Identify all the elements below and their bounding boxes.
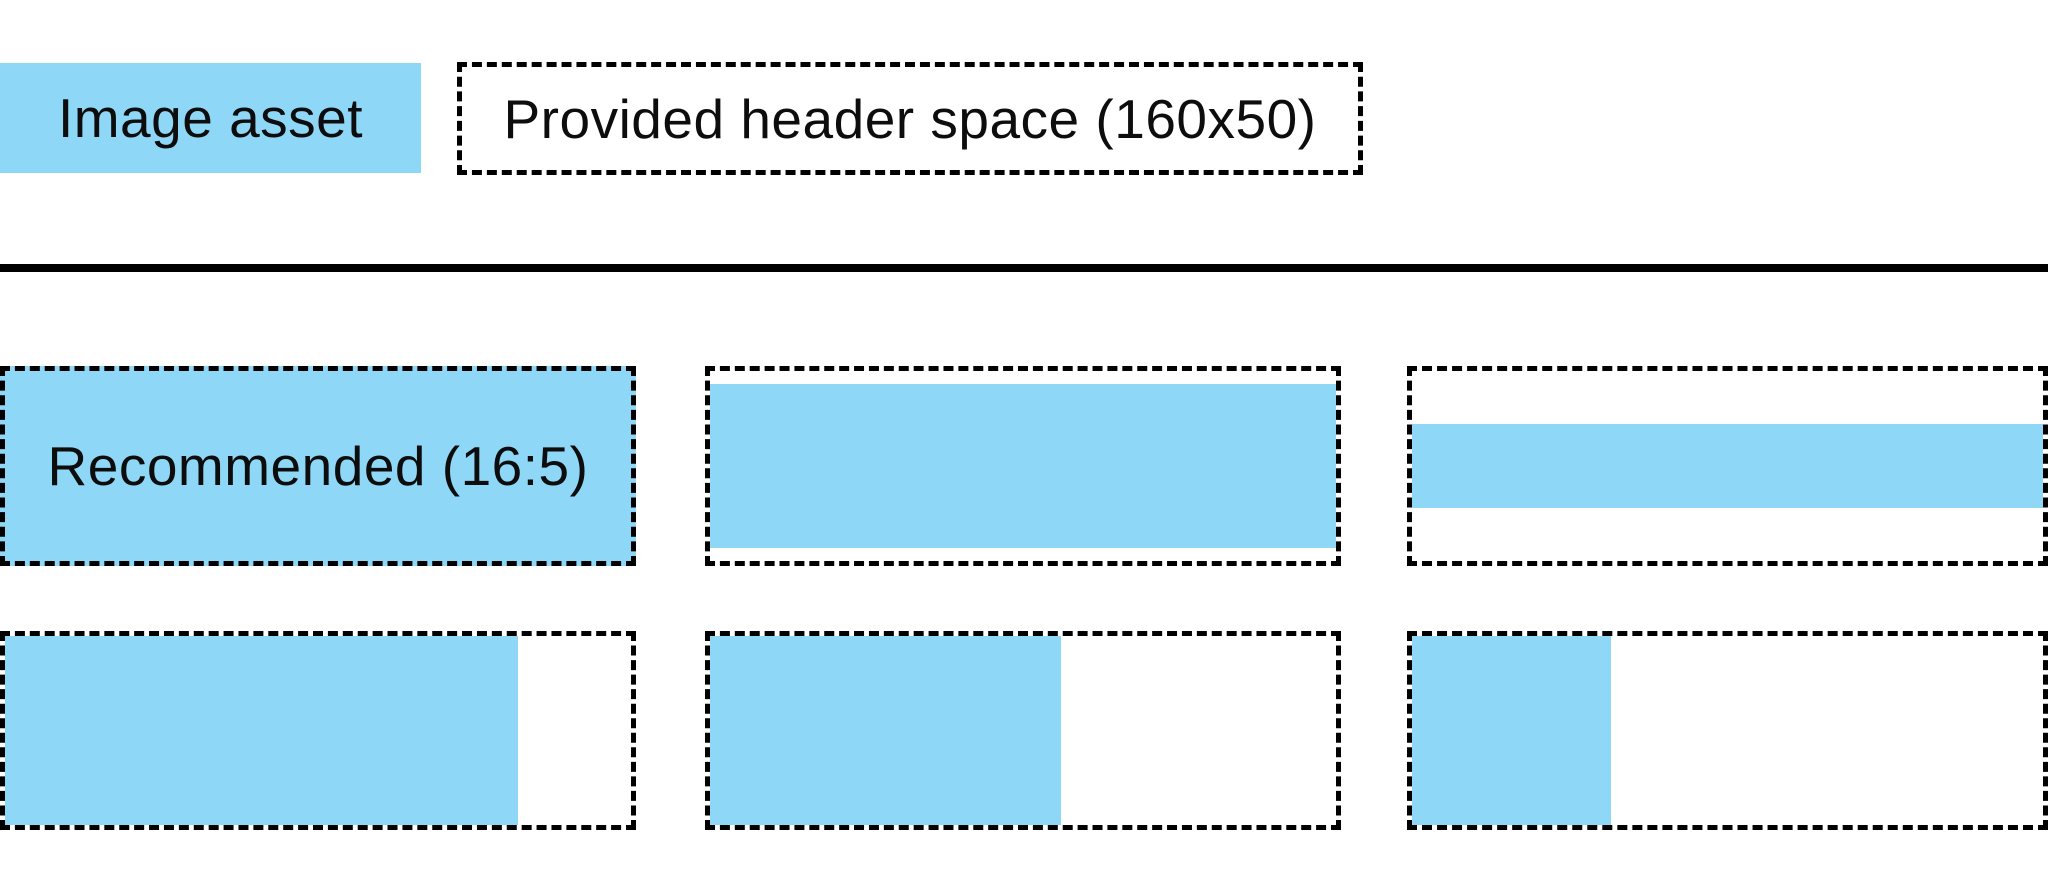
image-asset-swatch: Image asset	[0, 63, 421, 173]
example-box-recommended: Recommended (16:5)	[0, 366, 636, 566]
example-box-letterboxed	[705, 366, 1341, 566]
image-asset-fill	[1412, 636, 1611, 825]
image-asset-label: Image asset	[57, 87, 364, 149]
example-box-half-width	[705, 631, 1341, 830]
recommended-label: Recommended (16:5)	[47, 435, 589, 497]
image-asset-fill	[1412, 423, 2043, 509]
image-asset-fill	[710, 383, 1336, 549]
example-box-wide-partial	[0, 631, 636, 830]
example-box-thin-strip	[1407, 366, 2048, 566]
provided-header-space-label: Provided header space (160x50)	[503, 87, 1317, 150]
image-asset-fill	[5, 636, 519, 825]
provided-header-space-box: Provided header space (160x50)	[457, 62, 1363, 175]
image-asset-fill	[710, 636, 1061, 825]
section-divider	[0, 264, 2048, 272]
example-box-quarter-width	[1407, 631, 2048, 830]
image-asset-fill: Recommended (16:5)	[5, 371, 631, 561]
